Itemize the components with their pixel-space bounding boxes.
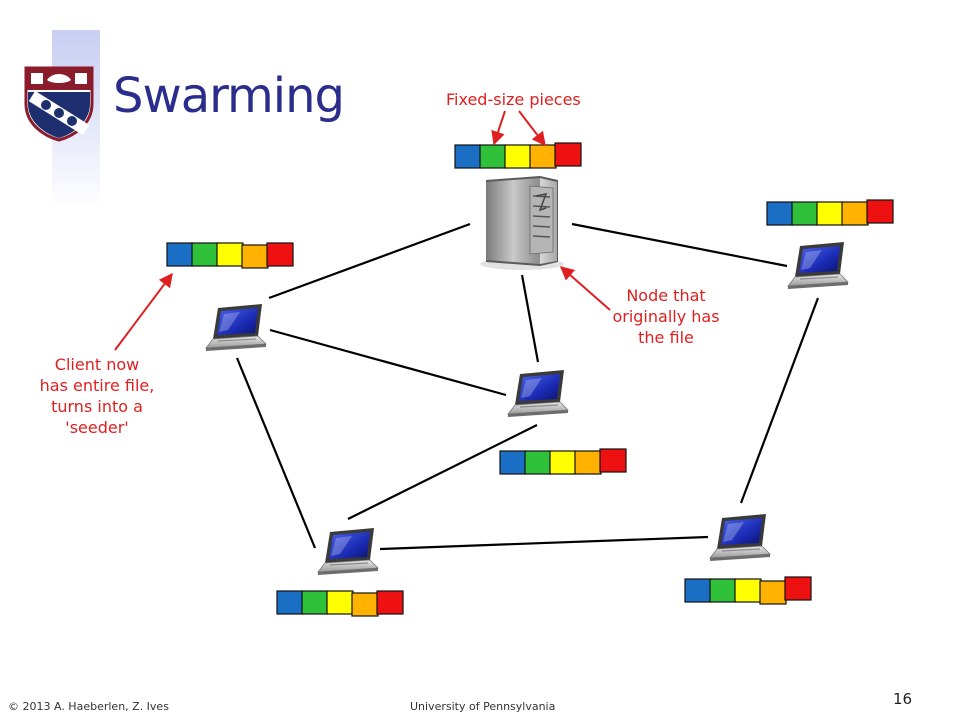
seeder-client-label: Client now has entire file, turns into a… — [39, 355, 155, 437]
piece-bar-bottom-right-client — [684, 576, 812, 605]
piece-bar-bottom-left-client — [276, 590, 404, 617]
laptop-icon-right — [787, 241, 849, 290]
file-piece-5 — [866, 199, 894, 224]
arrow-to-piece-4 — [518, 110, 546, 147]
slide-title: Swarming — [113, 68, 345, 124]
file-piece-3 — [504, 144, 532, 169]
file-piece-5 — [599, 448, 627, 473]
piece-bar-center-client — [499, 448, 627, 475]
file-piece-3 — [326, 590, 354, 615]
laptop-icon-center — [507, 369, 569, 418]
server-icon — [480, 176, 564, 270]
annotation-arrows — [114, 110, 611, 351]
file-piece-5 — [376, 590, 404, 615]
file-piece-1 — [766, 201, 794, 226]
piece-bar-left-client — [166, 242, 294, 269]
link-left-bottomleft — [235, 357, 317, 549]
piece-bar-right-client — [766, 199, 894, 226]
file-piece-2 — [479, 144, 507, 169]
link-bottomleft-bottomright — [379, 535, 709, 551]
file-piece-1 — [684, 578, 712, 603]
network-links — [235, 222, 820, 551]
file-piece-4 — [529, 144, 557, 169]
laptop-icon-bottom-left — [317, 527, 379, 576]
fixed-size-pieces-label: Fixed-size pieces — [446, 90, 581, 109]
link-center-bottomleft — [347, 424, 538, 520]
file-piece-4 — [241, 244, 269, 269]
file-piece-2 — [191, 242, 219, 267]
file-piece-1 — [499, 450, 527, 475]
file-piece-5 — [266, 242, 294, 267]
file-piece-1 — [454, 144, 482, 169]
file-piece-5 — [784, 576, 812, 601]
slide-number: 16 — [893, 690, 913, 708]
file-piece-5 — [554, 142, 582, 167]
file-piece-4 — [759, 580, 787, 605]
link-server-left — [268, 222, 471, 300]
file-piece-2 — [791, 201, 819, 226]
arrow-to-piece-1 — [491, 110, 506, 146]
origin-node-label: Node that originally has the file — [612, 286, 720, 347]
file-piece-4 — [351, 592, 379, 617]
link-right-bottomright — [739, 297, 820, 504]
file-piece-2 — [301, 590, 329, 615]
file-piece-1 — [276, 590, 304, 615]
file-piece-2 — [524, 450, 552, 475]
file-piece-3 — [549, 450, 577, 475]
file-piece-3 — [816, 201, 844, 226]
link-server-center — [520, 274, 540, 363]
university-shield-logo — [24, 66, 94, 142]
link-left-center — [269, 328, 507, 397]
piece-bar-server — [454, 142, 582, 169]
file-piece-2 — [709, 578, 737, 603]
file-piece-3 — [216, 242, 244, 267]
laptop-icon-bottom-right — [709, 513, 771, 562]
link-server-right — [571, 222, 788, 268]
institution-text: University of Pennsylvania — [410, 700, 556, 713]
arrow-to-server — [559, 266, 611, 311]
file-piece-1 — [166, 242, 194, 267]
file-piece-4 — [841, 201, 869, 226]
file-piece-4 — [574, 450, 602, 475]
arrow-to-seeder-pieces — [114, 272, 173, 351]
copyright-text: © 2013 A. Haeberlen, Z. Ives — [8, 700, 169, 713]
laptop-icon-left — [205, 303, 267, 352]
file-piece-3 — [734, 578, 762, 603]
